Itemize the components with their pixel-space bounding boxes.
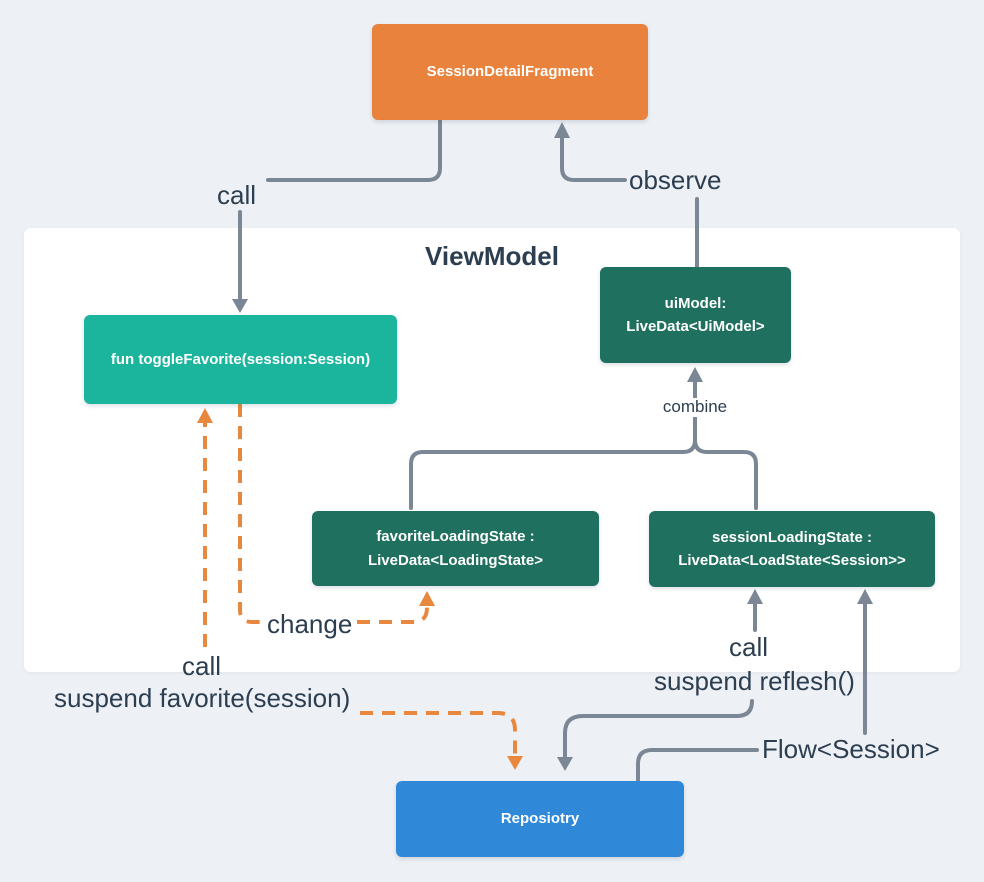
label-flow-session: Flow<Session> (762, 734, 940, 764)
node-toggle-favorite: fun toggleFavorite(session:Session) (84, 315, 397, 404)
node-favorite-loading-state: favoriteLoadingState : LiveData<LoadingS… (312, 511, 599, 586)
node-session-detail-fragment-label: SessionDetailFragment (426, 63, 594, 81)
edge-reflesh-repository (563, 699, 754, 758)
node-ui-model-line2: LiveData<UiModel> (626, 318, 765, 335)
label-combine: combine (658, 397, 732, 417)
node-session-loading-state: sessionLoadingState : LiveData<LoadState… (649, 511, 935, 587)
label-suspend-favorite: suspend favorite(session) (54, 683, 351, 713)
edge-flow-repository (636, 748, 759, 782)
label-call-favorite: call (182, 651, 222, 681)
label-observe: observe (629, 165, 722, 195)
node-favorite-loading-line2: LiveData<LoadingState> (367, 551, 544, 569)
node-session-detail-fragment: SessionDetailFragment (372, 24, 648, 120)
node-ui-model-line1: uiModel: (664, 294, 727, 312)
node-session-loading-line2: LiveData<LoadState<Session>> (678, 552, 906, 569)
node-ui-model: uiModel: LiveData<UiModel> (600, 267, 791, 363)
edge-favorite-repository (360, 711, 517, 755)
node-favorite-loading-line1: favoriteLoadingState : (376, 528, 535, 546)
edge-fragment-call (266, 118, 442, 182)
node-repository: Reposiotry (396, 781, 684, 857)
viewmodel-title: ViewModel (425, 241, 559, 271)
node-toggle-favorite-label: fun toggleFavorite(session:Session) (110, 350, 371, 368)
arrowhead-into-repository-orange (507, 756, 523, 770)
arrowhead-into-repository-gray (557, 757, 573, 771)
label-suspend-reflesh: suspend reflesh() (654, 666, 855, 696)
label-call-top: call (217, 180, 257, 210)
viewmodel-container (24, 228, 960, 672)
edge-observe-fragment (560, 136, 627, 182)
arrowhead-into-fragment (554, 122, 570, 138)
label-change: change (267, 609, 353, 639)
node-repository-label: Reposiotry (500, 810, 580, 828)
node-session-loading-line1: sessionLoadingState : (711, 528, 873, 546)
label-call-refresh: call (729, 632, 769, 662)
